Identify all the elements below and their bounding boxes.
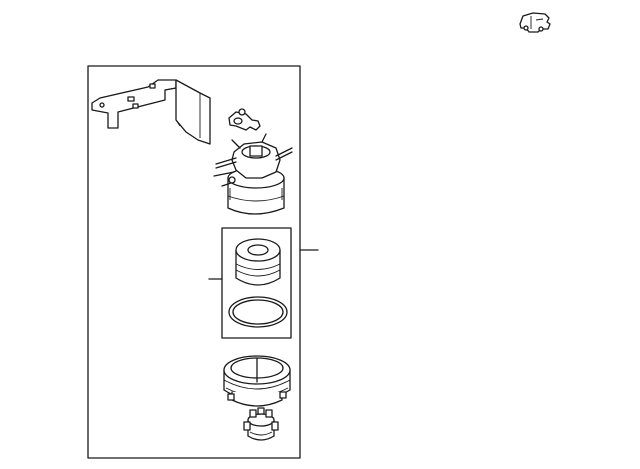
filter-element-icon[interactable]	[235, 238, 281, 286]
filter-housing-icon[interactable]	[223, 355, 291, 407]
drain-plug-icon[interactable]	[243, 407, 279, 441]
o-ring-seal-icon[interactable]	[228, 296, 288, 328]
clip-icon[interactable]	[228, 108, 261, 131]
bracket-icon[interactable]	[91, 79, 211, 145]
filter-head-icon[interactable]	[213, 133, 293, 215]
vehicle-locator-icon[interactable]	[519, 12, 551, 33]
assembly-frame	[87, 65, 301, 459]
kit-frame	[221, 227, 292, 339]
